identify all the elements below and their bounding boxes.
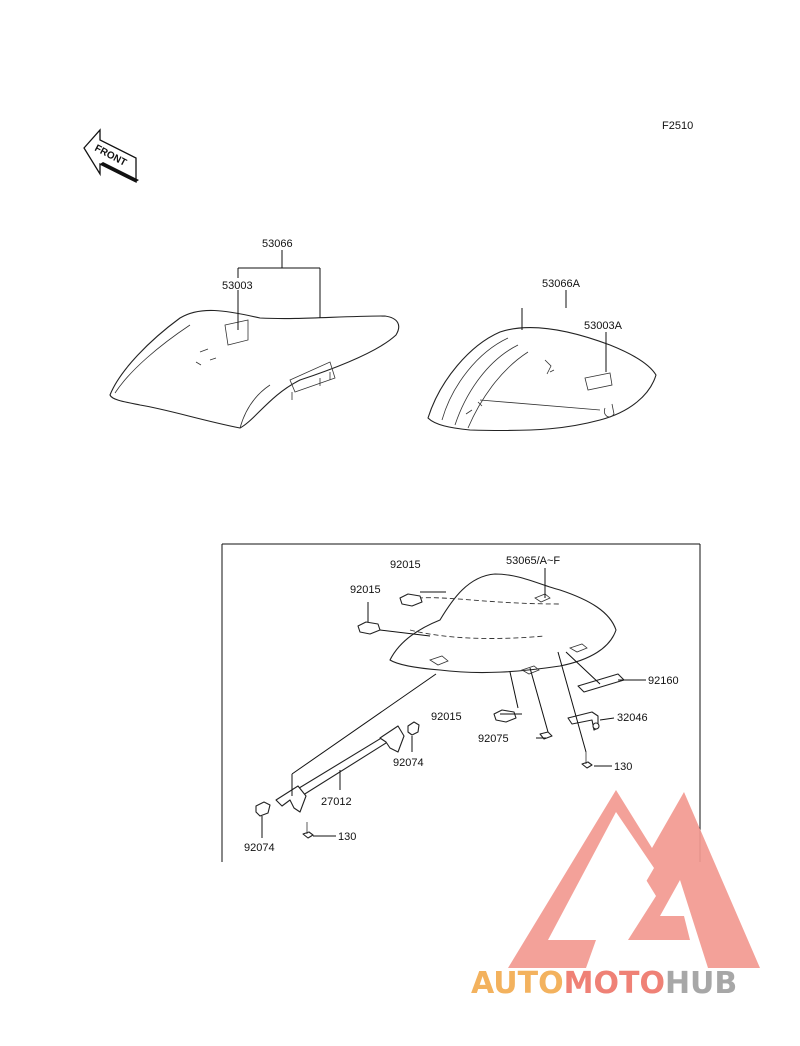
- rider-seat: [109, 309, 400, 429]
- label-53066: 53066: [262, 238, 293, 250]
- label-53066A: 53066A: [542, 278, 581, 290]
- label-92015-top: 92015: [390, 559, 421, 571]
- label-130-left: 130: [338, 831, 356, 843]
- clip-92015-mid: [493, 709, 517, 723]
- label-92074-right: 92074: [393, 757, 424, 769]
- svg-text:AUTOMOTOHUB: AUTOMOTOHUB: [471, 966, 737, 1001]
- front-arrow-icon: FRONT: [83, 128, 139, 184]
- grommet-92074-right: [407, 721, 420, 736]
- label-92074-left: 92074: [244, 842, 275, 854]
- watermark-text: AUTOMOTOHUB: [471, 966, 737, 1001]
- bolt-130-left: [302, 822, 314, 839]
- watermark-part-auto: AUTO: [471, 966, 564, 1001]
- lower-leader-lines: [261, 568, 646, 838]
- upper-leader-lines: [237, 250, 607, 372]
- pillion-cover: [427, 327, 657, 432]
- damper-92075: [539, 731, 553, 740]
- label-53003: 53003: [222, 280, 253, 292]
- watermark-part-hub: HUB: [665, 966, 737, 1001]
- label-53065: 53065/A~F: [506, 555, 560, 567]
- label-27012: 27012: [321, 796, 352, 808]
- label-92015-mid: 92015: [431, 711, 462, 723]
- label-130-right: 130: [614, 761, 632, 773]
- grommet-92074-left: [255, 801, 271, 817]
- bolt-130-right: [581, 752, 593, 769]
- inset-frame: [221, 543, 701, 862]
- figure-code: F2510: [662, 120, 693, 132]
- watermark-logo-icon: [508, 790, 760, 968]
- clip-92015-top: [399, 593, 423, 607]
- pad-92160: [577, 673, 625, 693]
- rail-27012: [275, 725, 405, 813]
- clip-92015-left: [357, 621, 381, 635]
- bracket-32046: [567, 711, 600, 731]
- watermark-part-moto: MOTO: [564, 966, 665, 1001]
- label-92075: 92075: [478, 733, 509, 745]
- label-92160: 92160: [648, 675, 679, 687]
- label-53003A: 53003A: [584, 320, 623, 332]
- label-92015-left: 92015: [350, 584, 381, 596]
- seat-base-panel: [389, 573, 617, 675]
- label-32046: 32046: [617, 712, 648, 724]
